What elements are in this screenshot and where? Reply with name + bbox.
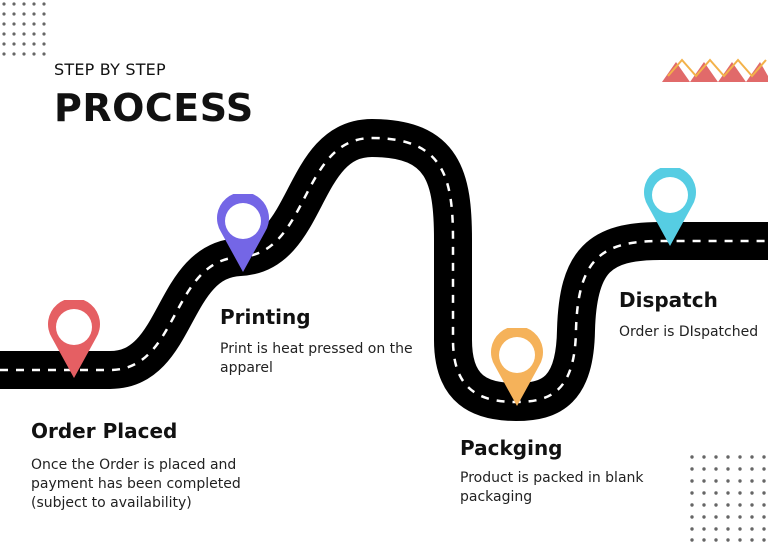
zigzag-decoration — [662, 58, 768, 82]
step-title-order-placed: Order Placed — [31, 419, 178, 443]
description-line: apparel — [220, 360, 273, 376]
step-title-printing: Printing — [220, 305, 311, 329]
dot-grid-top-left — [2, 2, 46, 56]
description-line: Once the Order is placed and — [31, 457, 237, 473]
description-line: (subject to availability) — [31, 495, 192, 511]
step-description-dispatch: Order is DIspatched — [619, 323, 764, 342]
step-description-packaging: Product is packed in blank packaging — [460, 469, 660, 507]
header-subtitle: STEP BY STEP — [54, 60, 166, 79]
step-title-packaging: Packging — [460, 436, 563, 460]
step-description-order-placed: Once the Order is placed and payment has… — [31, 456, 271, 513]
description-line: Print is heat pressed on the — [220, 341, 413, 357]
dot-grid-bottom-right — [690, 455, 766, 542]
description-line: packaging — [460, 489, 533, 505]
step-description-printing: Print is heat pressed on the apparel — [220, 340, 440, 378]
description-line: Product is packed in blank — [460, 470, 644, 486]
step-title-dispatch: Dispatch — [619, 288, 718, 312]
page-title: PROCESS — [54, 86, 254, 130]
map-pin-icon — [48, 300, 100, 378]
description-line: payment has been completed — [31, 476, 241, 492]
map-pin-icon — [644, 168, 696, 246]
description-line: Order is DIspatched — [619, 324, 759, 340]
map-pin-icon — [491, 328, 543, 406]
map-pin-icon — [217, 194, 269, 272]
